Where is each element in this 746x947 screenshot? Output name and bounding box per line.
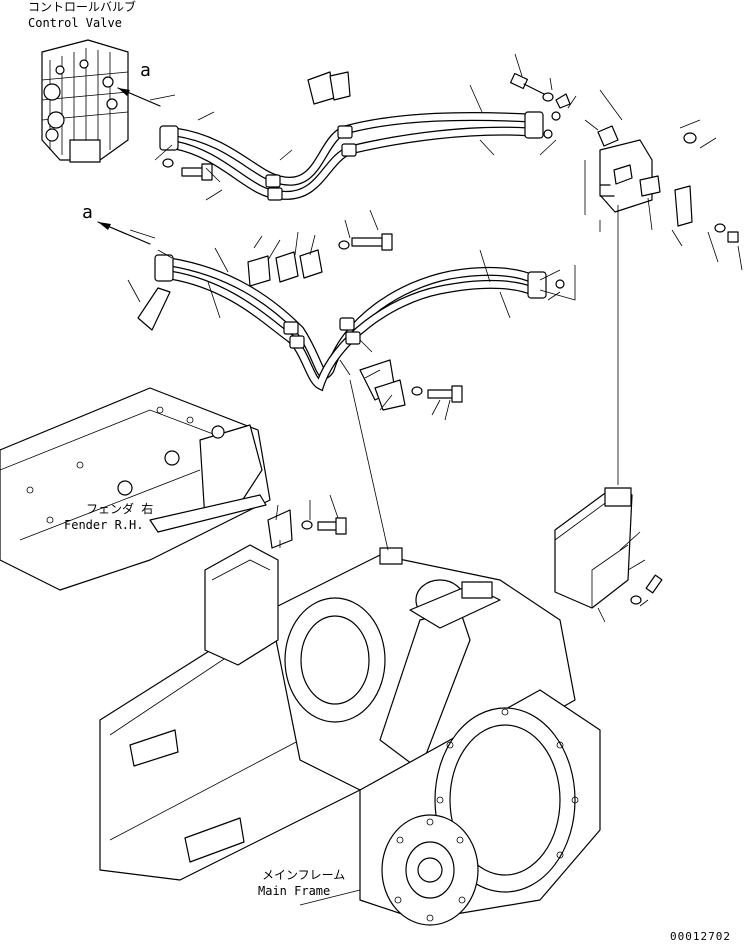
reference-a-left: a [82,202,93,223]
hardware-bolts [162,72,739,605]
control-valve-label-jp: コントロールバルブ [28,0,137,14]
drawing-number: 00012702 [670,930,731,943]
upper-hose-assembly [159,71,544,201]
main-frame-label-jp: メインフレーム [262,868,346,882]
reference-arrow-left [97,221,151,245]
lower-hose-assembly [137,249,547,411]
leader-lines [127,53,743,906]
control-valve-illustration [41,39,129,163]
control-valve-label-en: Control Valve [28,16,122,30]
cover-plate-illustration [554,487,633,609]
fender-label-en: Fender R.H. [64,518,144,532]
fender-label-jp: フェンダ 右 [86,502,154,516]
main-frame-label-en: Main Frame [258,884,331,898]
reference-a-top: a [140,60,151,81]
reference-arrow-top [117,87,161,107]
fender-illustration [0,387,293,591]
right-fitting-block [543,111,693,289]
main-frame-illustration [99,544,601,926]
